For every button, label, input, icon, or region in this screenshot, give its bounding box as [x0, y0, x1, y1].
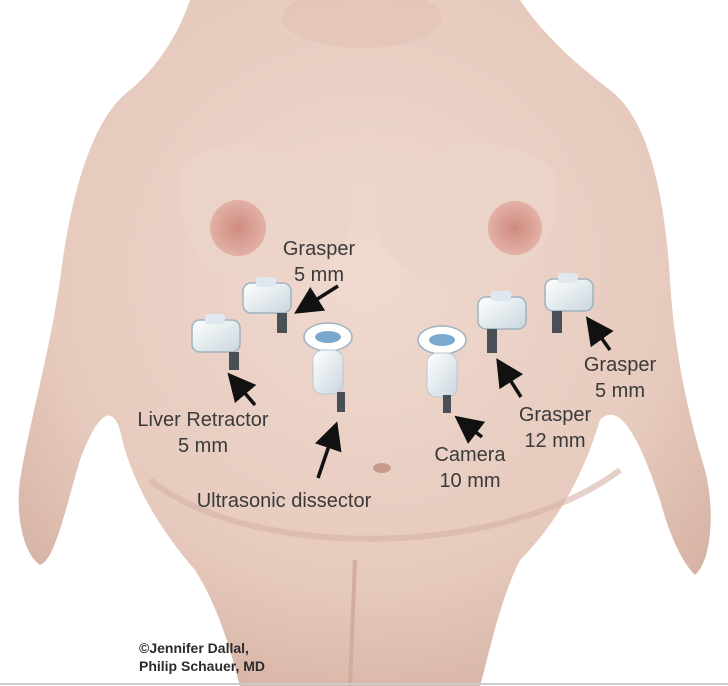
right-areola — [488, 201, 542, 255]
label-liver-retractor: Liver Retractor 5 mm — [112, 407, 294, 459]
label-grasper-5mm-top: Grasper 5 mm — [278, 236, 360, 288]
label-ultrasonic-dissector: Ultrasonic dissector — [164, 488, 404, 514]
left-areola — [210, 200, 266, 256]
copyright-credit: ©Jennifer Dallal, Philip Schauer, MD — [139, 639, 265, 675]
label-camera: Camera 10 mm — [420, 442, 520, 494]
navel — [373, 463, 391, 473]
label-grasper-5mm-right: Grasper 5 mm — [570, 352, 670, 404]
label-grasper-12mm: Grasper 12 mm — [510, 402, 600, 454]
